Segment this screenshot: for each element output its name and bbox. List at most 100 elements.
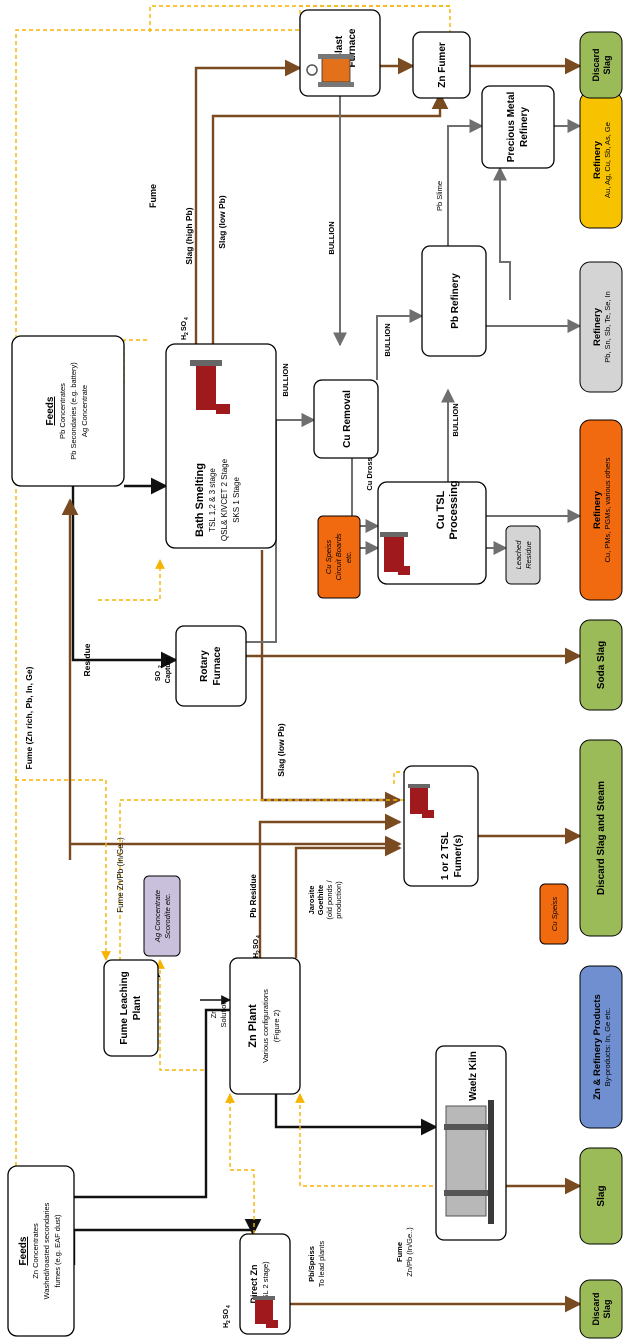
h2so4-label-bath: H 2 SO 4 [181,317,190,340]
waelz-kiln-title: Waelz Kiln [468,1051,479,1101]
slag-line-1: Slag [596,1185,607,1206]
flow-zn-plant-to-waelz [274,1094,438,1136]
tsl-furnace-icon [380,532,410,575]
feeds-pb-title: Feeds [45,396,56,425]
direct-zn-title: Direct Zn [249,1264,259,1303]
flow-pb-residue [258,813,402,958]
refinery-au-sub: Au, Ag, Cu, Sb, As, Ge [603,122,612,198]
label-bullion-4: BULLION [451,403,460,436]
side-boxes: Ag Concentrate Scorodite etc. Cu Speiss … [143,515,569,957]
flow-feedszn-to-direct-zn [72,1218,262,1265]
refinery-cu-sub: Cu, PMs, PGMs, various others [603,457,612,562]
discard-slag-2-line-2: Slag [602,55,612,74]
zn-fumer-title: Zn Fumer [437,42,448,88]
fume-direct-zn-to-zn-plant [225,1093,255,1234]
blast-furnace-title: Blast [334,35,345,60]
label-slag-low-pb-1: Slag (low Pb) [276,723,286,777]
cu-tsl-box: Cu TSL Processing [377,480,487,585]
tsl-fumer-title-2: Fumer(s) [453,835,464,878]
product-discard-steam: Discard Slag and Steam [579,739,623,937]
tsl-fumer-title: 1 or 2 TSL [440,832,451,880]
feeds-zn-title: Feeds [18,1236,29,1265]
cu-speiss-boards-line-3: etc. [344,551,353,563]
label-pb-speiss-1: Pb/Speiss [307,1246,316,1282]
feeds-pb-line-3: Ag Concentrate [80,385,89,437]
feeds-zn-line-2: Washed/roasted secondaries [42,1202,51,1299]
flow-feedszn-to-zn-plant [74,1001,251,1199]
cu-removal-title: Cu Removal [342,390,353,448]
product-discard-slag-2: Discard Slag [579,31,623,99]
label-jarosite-3: (old ponds / [325,879,334,919]
fume-leaching-box: Fume Leaching Plant [103,959,159,1057]
product-soda-slag: Soda Slag [579,619,623,711]
svg-text:SO: SO [253,938,260,949]
zn-refinery-line-1: Zn & Refinery Products [592,994,603,1100]
soda-slag-line-1: Soda Slag [596,641,607,689]
label-bullion-1: BULLION [281,363,290,396]
tsl-fumer-box: 1 or 2 TSL Fumer(s) [403,765,479,887]
feeds-pb-line-1: Pb Concentrates [58,383,67,439]
feeds-pb-box: Feeds Pb Concentrates Pb Secondaries (e.… [11,335,125,487]
feeds-zn-line-3: fumes (e.g. EAF dust) [53,1214,62,1287]
svg-text:2: 2 [158,665,164,668]
flow-bath-to-cu-removal [275,413,316,494]
product-discard-slag-1: Discard Slag [579,1279,623,1339]
h2so4-label-direct-zn: H 2 SO 4 [223,1305,232,1328]
label-fume-lower-1: Fume [395,1242,404,1262]
product-boxes: Discard Slag Slag Zn & Refinery Products… [579,31,623,1339]
cu-removal-box: Cu Removal [313,379,379,459]
label-cu-dross: Cu Dross [365,457,374,490]
fume-loop-outer [15,5,451,780]
svg-text:2: 2 [184,332,190,335]
label-bullion-2: BULLION [327,221,336,254]
leached-residue-line-2: Residue [524,541,533,569]
process-boxes: Feeds Zn Concentrates Washed/roasted sec… [7,9,555,1337]
product-refinery-au: Refinery Au, Ag, Cu, Sb, As, Ge [579,91,623,229]
cu-tsl-title-2: Processing [448,480,460,539]
fume-loop-bottom [15,779,111,1250]
refinery-au-line-1: Refinery [592,140,603,179]
tsl-furnace-icon [253,1296,278,1328]
feeds-zn-box: Feeds Zn Concentrates Washed/roasted sec… [7,1165,75,1337]
blast-furnace-box: Blast Furnace [299,9,381,97]
blast-furnace-title-2: Furnace [347,28,358,67]
discard-slag-2-line-1: Discard [591,48,601,81]
tsl-furnace-icon [408,784,434,818]
zn-plant-title: Zn Plant [247,1004,259,1048]
zn-plant-box: Zn Plant Various configurations (Figure … [229,935,301,1095]
flow-cu-removal-to-pb-ref [376,309,424,380]
blast-furnace-icon [306,54,354,87]
label-pb-speiss-2: To lead plants [317,1241,326,1288]
bath-smelting-box: Bath Smelting TSL 1,2 & 3 stage QSL& KIV… [165,317,277,549]
flow-pb-slime [447,119,484,246]
label-capture: Capture [165,657,172,684]
product-refinery-cu: Refinery Cu, PMs, PGMs, various others [579,419,623,601]
flow-bath-slag-high [194,59,302,344]
bath-smelting-line-1: TSL 1,2 & 3 stage [208,468,217,532]
flow-feedspb-to-rotary [71,480,178,669]
label-jarosite-4: production) [334,881,343,919]
label-zn-solution-2: Solution [219,1000,228,1027]
label-so2: SO [155,670,162,681]
direct-zn-sub: (TSL 2 stage) [261,1261,270,1307]
discard-slag-1-line-1: Discard [591,1292,601,1325]
bath-smelting-title: Bath Smelting [194,463,206,537]
label-slag-high-pb: Slag (high Pb) [184,207,194,264]
zn-plant-line-1: Various configurations [261,989,270,1063]
rotary-kiln-icon [444,1100,494,1224]
bath-smelting-line-3: SKS 1 Stage [232,477,241,523]
tsl-furnace-icon [190,360,230,414]
product-slag: Slag [579,1147,623,1245]
rotary-furnace-box: Rotary Furnace [175,625,247,707]
fume-zn-plant-to-leaching [155,959,204,1071]
zn-refinery-sub: By-products: In, Ge etc. [603,1008,612,1087]
fume-to-feeds-pb [123,339,150,384]
svg-text:H: H [223,1323,230,1328]
label-zn-solution-1: Zn [209,1010,218,1019]
zn-fumer-box: Zn Fumer [412,31,471,99]
zn-plant-line-2: (Figure 2) [272,1009,281,1042]
feeds-pb-line-2: Pb Secondaries (e.g. battery) [69,362,78,460]
svg-text:4: 4 [256,935,262,938]
cu-tsl-title: Cu TSL [435,490,447,529]
